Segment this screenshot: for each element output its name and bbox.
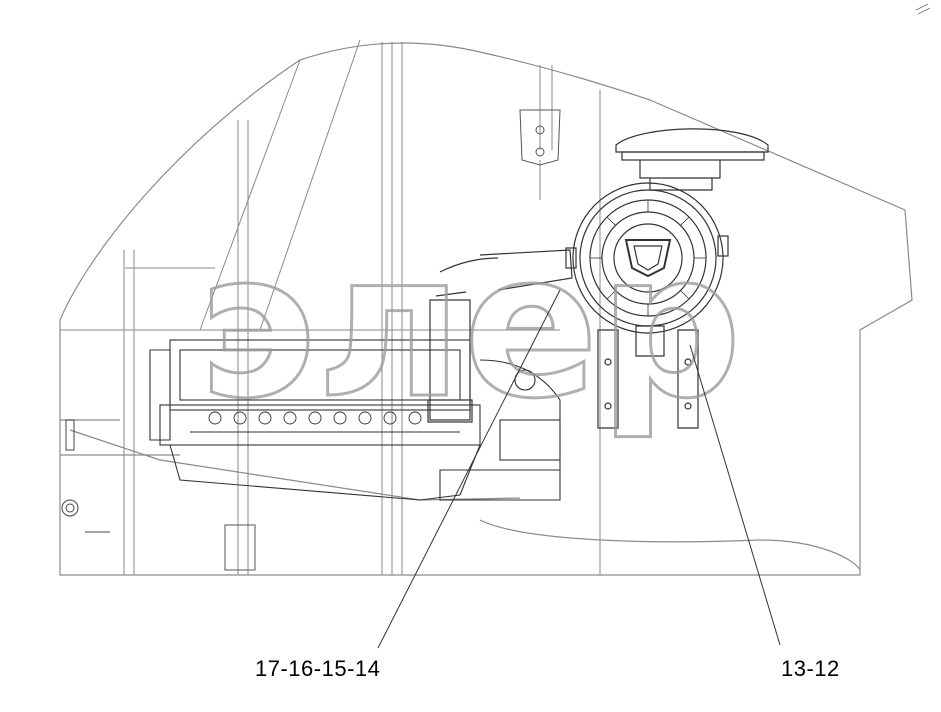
leader-line-left bbox=[377, 289, 561, 649]
frame-members bbox=[60, 39, 601, 575]
corner-mark bbox=[915, 3, 931, 15]
engine-block bbox=[149, 339, 561, 501]
leader-lines bbox=[377, 289, 781, 649]
hood-brackets bbox=[224, 109, 561, 571]
callout-label-right: 13-12 bbox=[781, 656, 840, 681]
leader-line-right bbox=[689, 344, 781, 646]
air-cleaner-cap bbox=[615, 128, 769, 191]
air-cleaner-body bbox=[565, 182, 729, 334]
chassis-details bbox=[61, 419, 110, 533]
air-cleaner-mounts bbox=[597, 325, 699, 429]
hood-outline bbox=[59, 42, 913, 576]
watermark-text: элер bbox=[198, 210, 742, 443]
callout-label-left: 17-16-15-14 bbox=[255, 656, 381, 681]
